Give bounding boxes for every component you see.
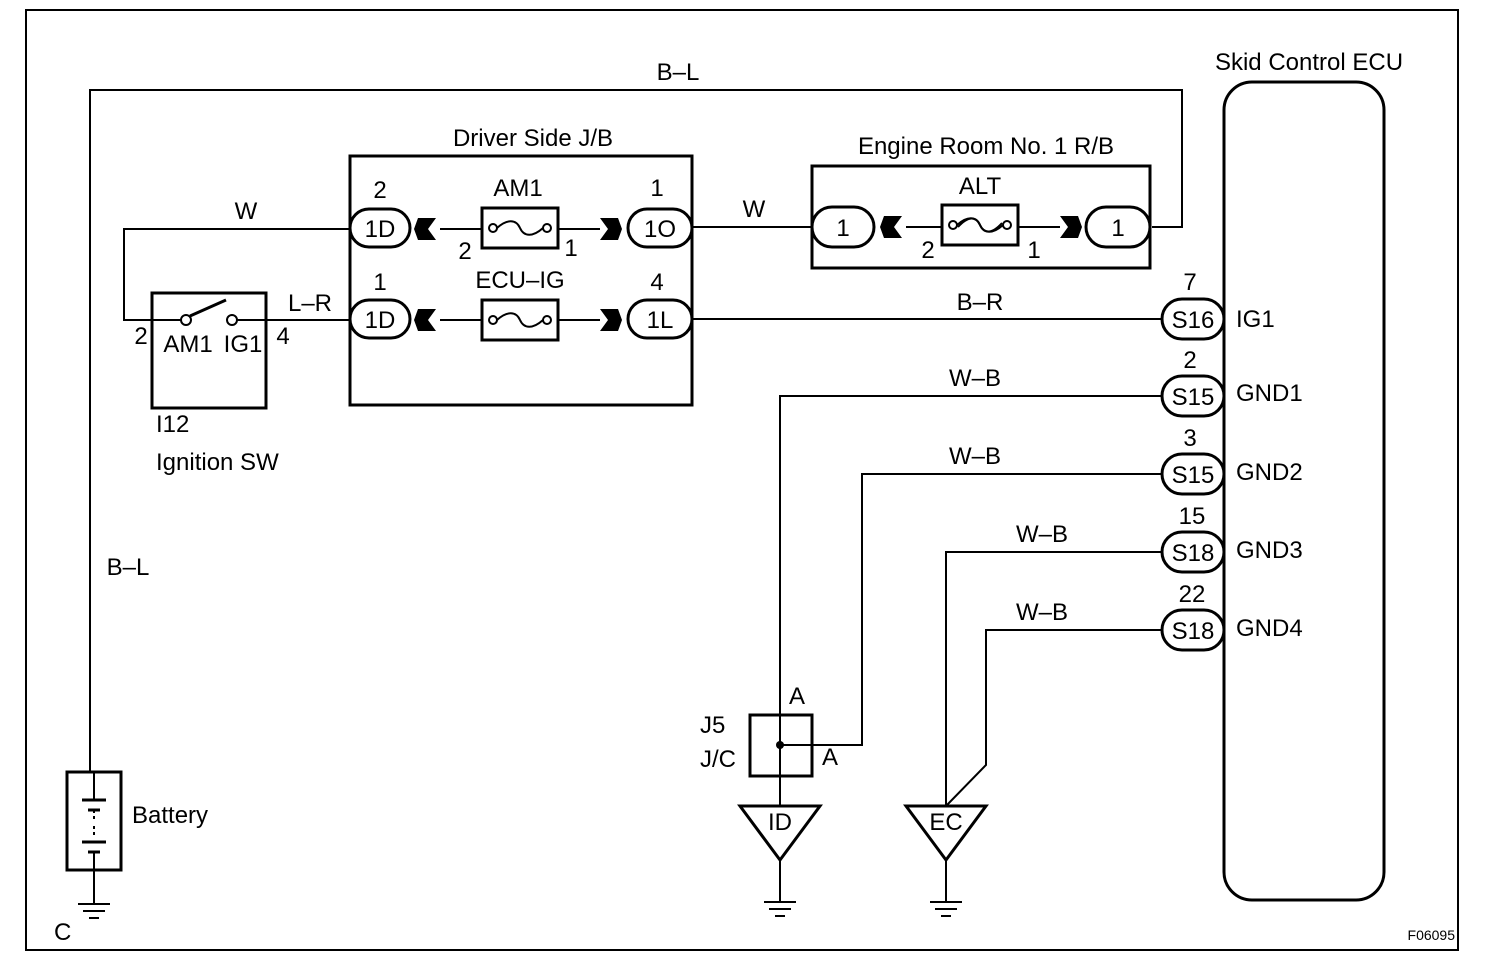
wire-label-wb3: W–B (1016, 521, 1068, 548)
terminal-gnd1: GND1 (1236, 380, 1303, 407)
battery-label: Battery (132, 802, 208, 829)
wire-label-w-mid: W (743, 196, 766, 223)
connector-rb-left (810, 205, 876, 249)
corner-label: C (54, 919, 71, 946)
connector-s16-label: S16 (1172, 307, 1215, 334)
figure-code: F06095 (1408, 927, 1456, 943)
connector-1d-top (348, 207, 412, 249)
connector-s15-b-label: S15 (1172, 462, 1215, 489)
connector-s18-a (1160, 530, 1226, 574)
connector-s18-a-label: S18 (1172, 540, 1215, 567)
pin-alt-in: 2 (921, 237, 934, 264)
diagram-frame (25, 9, 1459, 951)
terminal-ig1: IG1 (1236, 306, 1275, 333)
pin-alt-out: 1 (1027, 237, 1040, 264)
jc-code: J5 (700, 712, 725, 739)
pin-ign-right: 4 (276, 323, 289, 350)
connector-1l-label: 1L (647, 307, 674, 334)
wire-label-wb1: W–B (949, 365, 1001, 392)
wire-label-br: B–R (957, 289, 1004, 316)
connector-rb-right (1084, 205, 1152, 249)
fuse-alt-label: ALT (959, 173, 1002, 200)
pin-s15-b: 3 (1183, 425, 1196, 452)
connector-1d-top-label: 1D (365, 216, 396, 243)
pin-s16: 7 (1183, 269, 1196, 296)
connector-1d-bottom-label: 1D (365, 307, 396, 334)
pin-jc-right: A (822, 744, 838, 771)
connector-s15-a (1160, 374, 1226, 418)
switch-am1-label: AM1 (163, 331, 212, 358)
connector-1l (626, 298, 694, 340)
junction-connector: A A J5 J/C (700, 683, 838, 778)
ground-ec-icon (929, 901, 963, 917)
pin-1d-top: 2 (373, 177, 386, 204)
connector-rb-right-label: 1 (1111, 215, 1124, 242)
ground-point-id: ID (737, 804, 823, 917)
wire-label-wb4: W–B (1016, 599, 1068, 626)
jc-name: J/C (700, 746, 736, 773)
wire-label-w-left: W (235, 198, 258, 225)
connector-rb-left-label: 1 (836, 215, 849, 242)
switch-ig1-label: IG1 (224, 331, 263, 358)
ignition-switch: AM1 IG1 2 4 I12 Ignition SW (134, 291, 290, 476)
connector-s15-a-label: S15 (1172, 384, 1215, 411)
fuse-am1-label: AM1 (493, 175, 542, 202)
pin-1l: 4 (650, 269, 663, 296)
wire-label-top-bl: B–L (657, 59, 700, 86)
terminal-gnd2: GND2 (1236, 459, 1303, 486)
wires (89, 89, 1183, 904)
engine-room-rb: Engine Room No. 1 R/B 1 ALT 2 1 1 (810, 133, 1152, 270)
pin-jc-top: A (789, 683, 805, 710)
connector-1o-label: 1O (644, 216, 676, 243)
pin-1o: 1 (650, 175, 663, 202)
pin-s15-a: 2 (1183, 347, 1196, 374)
pin-1d-bottom: 1 (373, 269, 386, 296)
ground-point-ec: EC (903, 804, 989, 917)
connector-s18-b-label: S18 (1172, 618, 1215, 645)
terminal-gnd3: GND3 (1236, 537, 1303, 564)
dsjb-title: Driver Side J/B (453, 125, 613, 152)
terminal-gnd4: GND4 (1236, 615, 1303, 642)
driver-side-jb: Driver Side J/B 1D 2 AM1 2 1 1O 1 1D 1 E… (348, 125, 694, 407)
pin-ign-left: 2 (134, 323, 147, 350)
connector-1d-bottom (348, 298, 412, 340)
battery: Battery (65, 770, 208, 872)
ignition-name: Ignition SW (156, 449, 279, 476)
wire-label-lr: L–R (288, 290, 332, 317)
pin-am1-out: 1 (564, 235, 577, 262)
pin-s18-a: 15 (1179, 503, 1206, 530)
connector-s16 (1160, 297, 1226, 341)
ignition-code: I12 (156, 411, 189, 438)
ground-id-label: ID (768, 809, 792, 836)
fuse-am1-icon (480, 206, 560, 250)
connector-s15-b (1160, 452, 1226, 496)
battery-ground-icon (77, 903, 111, 919)
fuse-ecu-ig-label: ECU–IG (475, 267, 564, 294)
wire-label-left-bl: B–L (107, 554, 150, 581)
wire-label-wb2: W–B (949, 443, 1001, 470)
errb-title: Engine Room No. 1 R/B (858, 133, 1114, 160)
pin-s18-b: 22 (1179, 581, 1206, 608)
ground-id-icon (763, 901, 797, 917)
skid-control-ecu: Skid Control ECU S16 7 IG1 S15 2 GND1 S1… (1160, 49, 1403, 902)
connector-1o (626, 207, 694, 249)
pin-am1-in: 2 (458, 238, 471, 265)
fuse-ecu-ig-icon (480, 298, 560, 342)
ecu-title: Skid Control ECU (1215, 49, 1403, 76)
ground-ec-label: EC (929, 809, 962, 836)
connector-s18-b (1160, 608, 1226, 652)
